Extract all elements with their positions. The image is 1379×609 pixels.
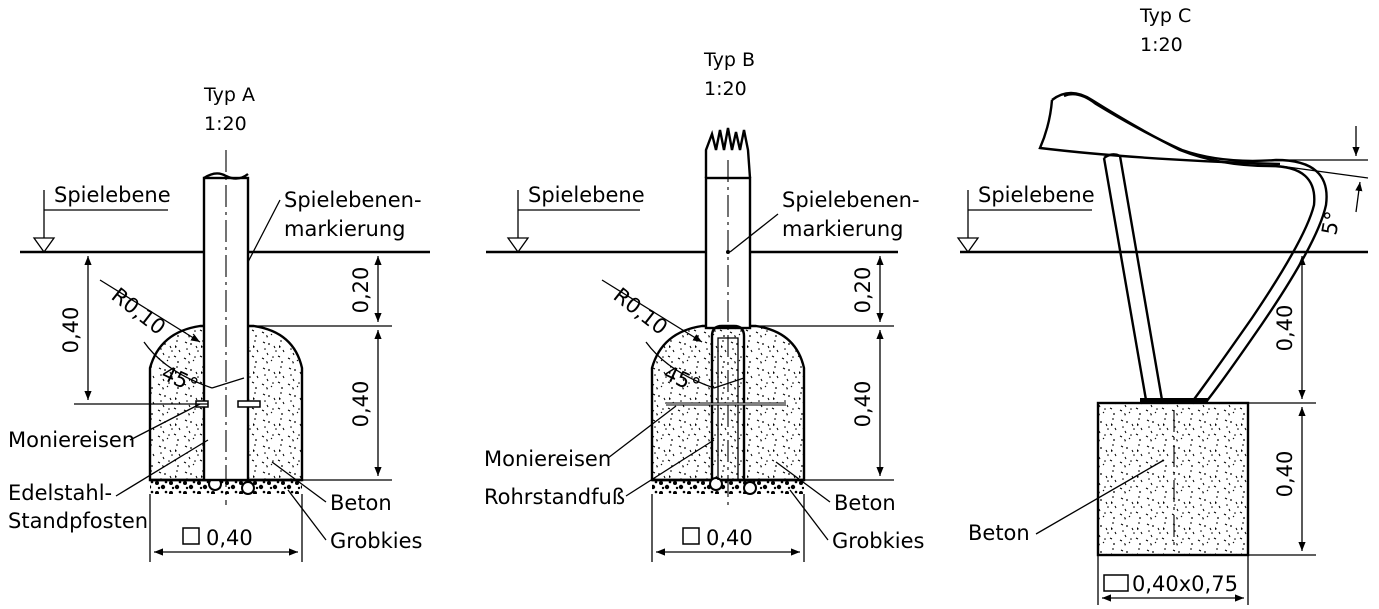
type-a-rebar-label: Moniereisen [8, 428, 135, 452]
type-b-post-break [704, 127, 752, 179]
type-a-drain-hole [241, 481, 255, 495]
type-a-marker-label-1: Spielebenen- [284, 188, 422, 212]
type-c-dim-bottom: 0,40 [1273, 451, 1297, 498]
type-a-dim-top: 0,20 [349, 267, 373, 314]
type-b-concrete-leader [775, 461, 831, 503]
type-c-concrete-label: Beton [968, 521, 1030, 545]
type-a-ground-triangle [32, 237, 56, 254]
type-a-radius-leader [99, 279, 201, 343]
type-a-scale: 1:20 [204, 113, 247, 135]
type-c-dim-top: 0,40 [1273, 305, 1297, 352]
type-b-marker-leader [729, 213, 779, 253]
type-b-radius-leader [601, 279, 703, 343]
type-a-post-leader [115, 439, 209, 497]
type-a-gravel-layer [150, 480, 302, 494]
type-a-concrete-leader [271, 461, 327, 503]
type-a-radius-label: R0,10 [107, 283, 170, 340]
type-b-drain-hole [709, 477, 723, 491]
type-c-width-label: 0,40x0,75 [1132, 572, 1238, 596]
type-b-dim-bottom: 0,40 [851, 381, 875, 428]
type-b-radius-label: R0,10 [609, 283, 672, 340]
type-a-concrete-label: Beton [330, 491, 392, 515]
type-b-rebar-label: Moniereisen [484, 447, 611, 471]
type-a-ground-label: Spielebene [54, 183, 171, 207]
type-c-title: Typ C [1139, 5, 1191, 27]
type-b-gravel-leader [789, 489, 829, 541]
type-c-ground-label: Spielebene [978, 183, 1095, 207]
type-c-rect-symbol [1103, 574, 1129, 592]
type-a-gravel-leader [287, 489, 327, 541]
type-a-gravel-label: Grobkies [330, 529, 422, 553]
type-b-dim-top: 0,20 [851, 267, 875, 314]
type-b-gravel-label: Grobkies [832, 529, 924, 553]
type-c-concrete-block [1096, 401, 1250, 557]
type-b-foot-label: Rohrstandfuß [484, 485, 625, 509]
type-c-frame-tube-inner [1063, 93, 1328, 403]
type-b-ground-triangle [506, 237, 530, 254]
type-c-angle-label: 5° [1317, 209, 1345, 237]
type-b-angle-arc [645, 341, 715, 389]
type-b-tube-foot [710, 324, 746, 480]
type-a-marker-label-2: markierung [284, 217, 405, 241]
type-b-scale: 1:20 [704, 78, 747, 100]
type-a-square-symbol [182, 527, 200, 545]
type-a-post-label-1: Edelstahl- [8, 481, 112, 505]
type-c-concrete-leader [1035, 459, 1165, 535]
type-c-frame-tube-outer [1051, 91, 1316, 403]
type-c-front-leg [1102, 155, 1164, 401]
type-a-dim-bottom: 0,40 [349, 381, 373, 428]
type-a-post-label-2: Standpfosten [8, 509, 148, 533]
type-a-post-break [203, 172, 249, 180]
type-b-rebar-leader [607, 405, 677, 459]
type-b-square-symbol [682, 527, 700, 545]
type-b-foot-leader [625, 439, 715, 497]
type-b-drain-hole [743, 481, 757, 495]
type-a-angle-arc [143, 341, 213, 389]
type-a-drawing: Typ A 1:20 Spielebene R0,10 45° Spielebe… [8, 84, 430, 562]
type-c-base-plate [1140, 398, 1208, 404]
type-b-marker-label-2: markierung [782, 217, 903, 241]
type-c-scale: 1:20 [1140, 34, 1183, 56]
type-c-ground-triangle [956, 237, 980, 254]
type-b-width-label: 0,40 [706, 526, 753, 550]
type-c-drawing: Typ C 1:20 Spielebene 5° 0,40 0,40 [956, 5, 1369, 605]
type-a-rebar-leader [129, 403, 201, 441]
type-b-title: Typ B [703, 49, 755, 71]
type-b-marker-label-1: Spielebenen- [782, 188, 920, 212]
type-b-ground-label: Spielebene [528, 183, 645, 207]
type-a-rebar [237, 400, 261, 408]
type-a-dim-total: 0,40 [59, 307, 83, 354]
type-b-drawing: Typ B 1:20 Spielebene R0,10 45° Spielebe… [484, 49, 924, 562]
type-a-title: Typ A [203, 84, 255, 106]
type-a-marker-leader [247, 199, 281, 263]
type-c-seat-shell [1038, 99, 1281, 166]
type-a-width-label: 0,40 [206, 526, 253, 550]
type-b-concrete-label: Beton [834, 491, 896, 515]
